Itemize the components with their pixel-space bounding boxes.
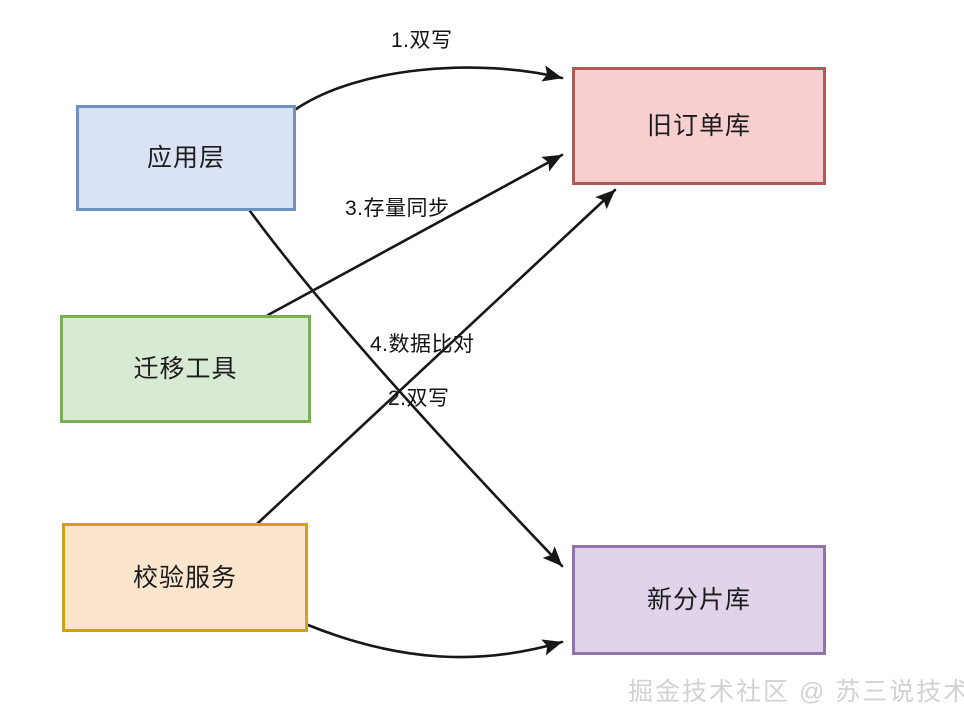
node-app-layer-label: 应用层 <box>146 144 225 172</box>
watermark-text: 掘金技术社区 @ 苏三说技术 <box>628 678 964 706</box>
edge-dual-write-new <box>248 209 564 568</box>
node-old-order-db-label: 旧订单库 <box>646 112 751 140</box>
edge-data-compare-old <box>256 188 617 525</box>
edge-dual-write-old <box>294 65 564 111</box>
edge-label-dual-write-old: 1.双写 <box>391 29 453 52</box>
node-old-order-db[interactable]: 旧订单库 <box>572 67 826 185</box>
edge-data-compare-new <box>306 623 564 659</box>
node-new-shard-db[interactable]: 新分片库 <box>572 545 826 655</box>
node-migration-tool[interactable]: 迁移工具 <box>60 315 311 423</box>
edge-label-stock-sync: 3.存量同步 <box>345 197 450 220</box>
node-new-shard-db-label: 新分片库 <box>646 586 751 614</box>
edge-stock-sync <box>266 153 564 317</box>
node-app-layer[interactable]: 应用层 <box>76 105 296 211</box>
edge-label-dual-write-new: 2.双写 <box>388 387 450 410</box>
edge-label-data-compare: 4.数据比对 <box>370 333 475 356</box>
node-migration-tool-label: 迁移工具 <box>133 355 238 383</box>
node-verify-service[interactable]: 校验服务 <box>62 523 308 632</box>
node-verify-service-label: 校验服务 <box>132 563 237 592</box>
